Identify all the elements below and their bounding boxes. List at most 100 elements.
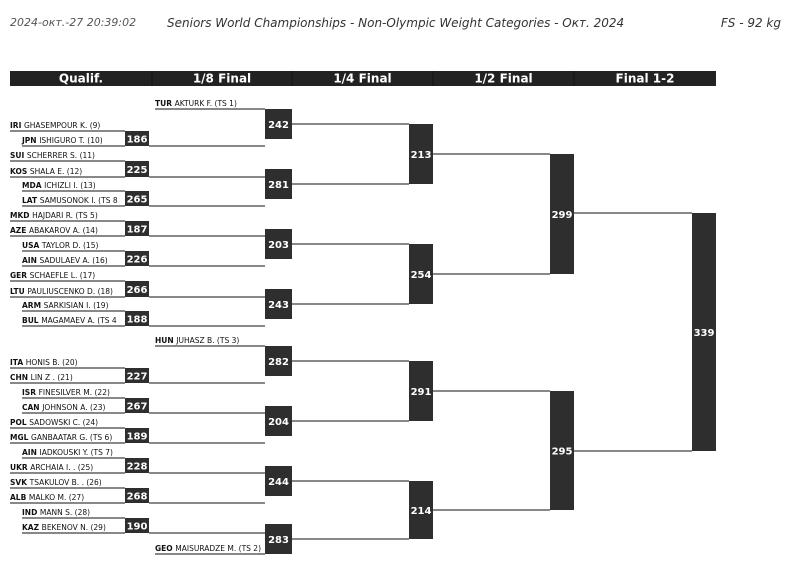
athlete-country-code: IRI <box>10 121 24 130</box>
athlete-entry: LAT SAMUSONOK I. (TS 8 <box>22 196 118 205</box>
athlete-entry: GEO MAISURADZE M. (TS 2) <box>155 544 261 553</box>
r16-bout-box-number: 203 <box>268 240 289 251</box>
qf-bout-box-number: 214 <box>411 506 432 517</box>
athlete-entry: ARM SARKISIAN I. (19) <box>22 301 109 310</box>
athlete-name: ABAKAROV A. (14) <box>29 226 98 235</box>
athlete-entry: ITA HONIS B. (20) <box>10 358 78 367</box>
athlete-entry: HUN JUHASZ B. (TS 3) <box>155 336 239 345</box>
qualif-bout-box <box>125 368 149 383</box>
athlete-entry: SVK TSAKULOV B. . (26) <box>10 478 102 487</box>
qualif-bout-box <box>125 251 149 266</box>
qf-bout-box-number: 254 <box>411 270 432 281</box>
athlete-name: GHASEMPOUR K. (9) <box>24 121 100 130</box>
athlete-entry: KOS SHALA E. (12) <box>10 167 82 176</box>
r16-bout-box-number: 281 <box>268 180 289 191</box>
athlete-entry: MGL GANBAATAR G. (TS 6) <box>10 433 112 442</box>
athlete-country-code: MGL <box>10 433 31 442</box>
athlete-country-code: CAN <box>22 403 42 412</box>
qualif-bout-box-number: 188 <box>127 315 148 326</box>
athlete-entry: BUL MAGAMAEV A. (TS 4 <box>22 316 117 325</box>
qualif-bout-box <box>125 221 149 236</box>
athlete-entry: CAN JOHNSON A. (23) <box>22 403 105 412</box>
athlete-entry: USA TAYLOR D. (15) <box>22 241 98 250</box>
qualif-bout-box <box>125 191 149 206</box>
athlete-country-code: GER <box>10 271 30 280</box>
qf-bout-box <box>409 124 433 184</box>
athlete-country-code: KAZ <box>22 523 42 532</box>
athlete-name: SADOWSKI C. (24) <box>29 418 98 427</box>
athlete-name: SHALA E. (12) <box>30 167 82 176</box>
r16-bout-box-number: 244 <box>268 477 289 488</box>
qualif-bout-box-number: 227 <box>127 372 148 383</box>
r16-bout-box <box>265 169 292 199</box>
athlete-entry: KAZ BEKENOV N. (29) <box>22 523 106 532</box>
r16-bout-box <box>265 289 292 319</box>
qualif-bout-box <box>125 428 149 443</box>
athlete-entry: GER SCHAEFLE L. (17) <box>10 271 95 280</box>
athlete-country-code: GEO <box>155 544 175 553</box>
athlete-name: MALKO M. (27) <box>29 493 84 502</box>
athlete-entry: UKR ARCHAIA I. . (25) <box>10 463 93 472</box>
r16-bout-box-number: 243 <box>268 300 289 311</box>
athlete-name: BEKENOV N. (29) <box>42 523 106 532</box>
athlete-name: LIN Z . (21) <box>31 373 73 382</box>
athlete-name: IADKOUSKI Y. (TS 7) <box>39 448 113 457</box>
athlete-entry: AIN IADKOUSKI Y. (TS 7) <box>22 448 113 457</box>
athlete-entry: AIN SADULAEV A. (16) <box>22 256 108 265</box>
final-bout-box-number: 339 <box>694 328 715 339</box>
athlete-country-code: TUR <box>155 99 175 108</box>
column-header-5: Final 1-2 <box>616 72 675 86</box>
final-bout-box <box>692 213 716 451</box>
athlete-entry: ISR FINESILVER M. (22) <box>22 388 110 397</box>
qualif-bout-box <box>125 488 149 503</box>
athlete-name: SCHAEFLE L. (17) <box>30 271 96 280</box>
athlete-name: SAMUSONOK I. (TS 8 <box>40 196 118 205</box>
qf-bout-box <box>409 244 433 304</box>
qualif-bout-box-number: 190 <box>127 522 148 533</box>
athlete-country-code: ITA <box>10 358 26 367</box>
qualif-bout-box-number: 267 <box>127 402 148 413</box>
qualif-bout-box-number: 187 <box>127 225 148 236</box>
athlete-country-code: LTU <box>10 287 27 296</box>
qualif-bout-box-number: 225 <box>127 165 148 176</box>
athlete-entry: ALB MALKO M. (27) <box>10 493 84 502</box>
athlete-entry: MKD HAJDARI R. (TS 5) <box>10 211 98 220</box>
athlete-country-code: MDA <box>22 181 44 190</box>
event-title: Seniors World Championships - Non-Olympi… <box>167 16 625 30</box>
athlete-entry: IND MANN S. (28) <box>22 508 90 517</box>
athlete-country-code: JPN <box>21 136 39 145</box>
athlete-country-code: AIN <box>22 256 39 265</box>
athlete-name: SCHERRER S. (11) <box>27 151 95 160</box>
athlete-name: PAULIUSCENKO D. (18) <box>27 287 113 296</box>
athlete-name: TAYLOR D. (15) <box>41 241 99 250</box>
qualif-bout-box-number: 268 <box>127 492 148 503</box>
athlete-name: SADULAEV A. (16) <box>39 256 107 265</box>
timestamp: 2024-окт.-27 20:39:02 <box>10 16 137 29</box>
qf-bout-box <box>409 481 433 539</box>
r16-bout-box-number: 242 <box>268 120 289 131</box>
athlete-entry: TUR AKTURK F. (TS 1) <box>155 99 237 108</box>
athlete-entry: CHN LIN Z . (21) <box>10 373 73 382</box>
athlete-entry: IRI GHASEMPOUR K. (9) <box>10 121 100 130</box>
athlete-name: JOHNSON A. (23) <box>41 403 105 412</box>
sf-bout-box <box>550 391 574 510</box>
qualif-bout-box <box>125 458 149 473</box>
column-header-1: Qualif. <box>59 72 103 86</box>
qualif-bout-box-number: 266 <box>127 285 148 296</box>
column-header-4: 1/2 Final <box>474 72 532 86</box>
r16-bout-box-number: 282 <box>268 357 289 368</box>
r16-bout-box <box>265 406 292 436</box>
athlete-country-code: MKD <box>10 211 32 220</box>
athlete-country-code: SVK <box>10 478 30 487</box>
athlete-country-code: SUI <box>10 151 27 160</box>
athlete-country-code: AIN <box>22 448 39 457</box>
r16-bout-box <box>265 466 292 496</box>
qualif-bout-box-number: 226 <box>127 255 148 266</box>
qualif-bout-box <box>125 311 149 326</box>
qualif-bout-box <box>125 161 149 177</box>
qualif-bout-box <box>125 518 149 533</box>
athlete-entry: MDA ICHIZLI I. (13) <box>22 181 96 190</box>
athlete-country-code: BUL <box>22 316 41 325</box>
athlete-name: GANBAATAR G. (TS 6) <box>31 433 112 442</box>
athlete-country-code: USA <box>22 241 42 250</box>
